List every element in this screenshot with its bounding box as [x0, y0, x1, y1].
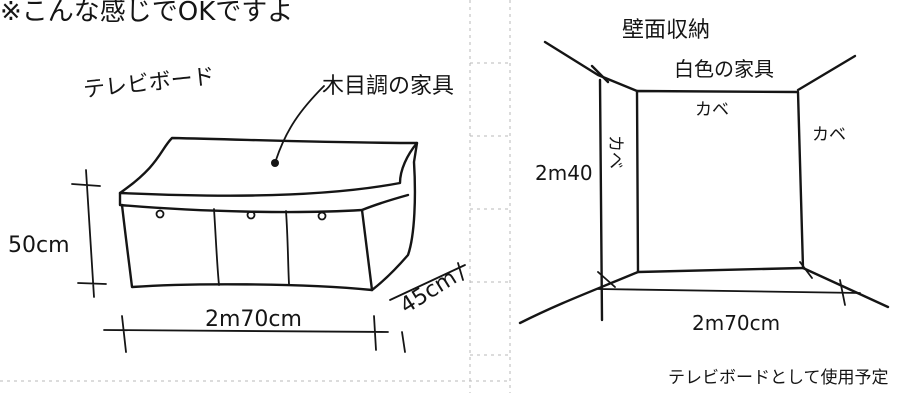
cabinet-top-face [118, 136, 419, 197]
right-wall-label: カベ [812, 125, 846, 145]
usage-note: テレビボードとして使用予定 [668, 367, 889, 388]
height-dimension-line [71, 169, 107, 298]
wall-storage-title: 壁面収納 [622, 18, 710, 43]
cabinet-top-edge [118, 191, 410, 214]
cabinet-body-outline [120, 203, 374, 292]
top-note: ※こんな感じでOKですよ [0, 0, 293, 27]
depth-label: 45cm [396, 265, 461, 319]
depth-dimension-line [389, 262, 466, 353]
room-ceiling-left [543, 40, 639, 93]
room-ceiling-right [796, 54, 857, 92]
tv-board-title: テレビボード [82, 64, 216, 103]
height-label-2: 2m40 [535, 161, 593, 185]
leader-dot [271, 159, 279, 167]
width-label: 2m70cm [205, 307, 302, 332]
room-floor-right [801, 266, 890, 309]
door-knob-1 [155, 209, 165, 219]
room-left-corner [590, 64, 610, 322]
wall-storage-sketch: 壁面収納 白色の家具 カベ カベ カベ 2m40 2m70cm テレビボードとし… [518, 18, 890, 388]
room-corner-ticks [597, 261, 846, 306]
cabinet-door-divider-1 [213, 208, 220, 286]
tv-board-sketch: テレビボード 木目調の家具 50cm 2m70cm 45cm [8, 64, 466, 353]
cabinet-door-divider-2 [285, 210, 290, 285]
left-wall-label: カベ [605, 135, 625, 169]
material-label: 木目調の家具 [322, 74, 454, 99]
height-label: 50cm [8, 233, 70, 258]
cabinet-right-panel [370, 141, 419, 292]
wall-storage-subtitle: 白色の家具 [674, 57, 774, 81]
room-floor-left [518, 270, 640, 325]
width-label-2: 2m70cm [692, 311, 780, 335]
width-dimension-line [103, 315, 389, 353]
door-knob-2 [246, 210, 256, 220]
background-grid [0, 0, 511, 393]
leader-line [275, 85, 325, 161]
door-knob-3 [317, 211, 327, 221]
room-floor-line [597, 288, 861, 294]
back-wall-label: カベ [695, 100, 729, 120]
